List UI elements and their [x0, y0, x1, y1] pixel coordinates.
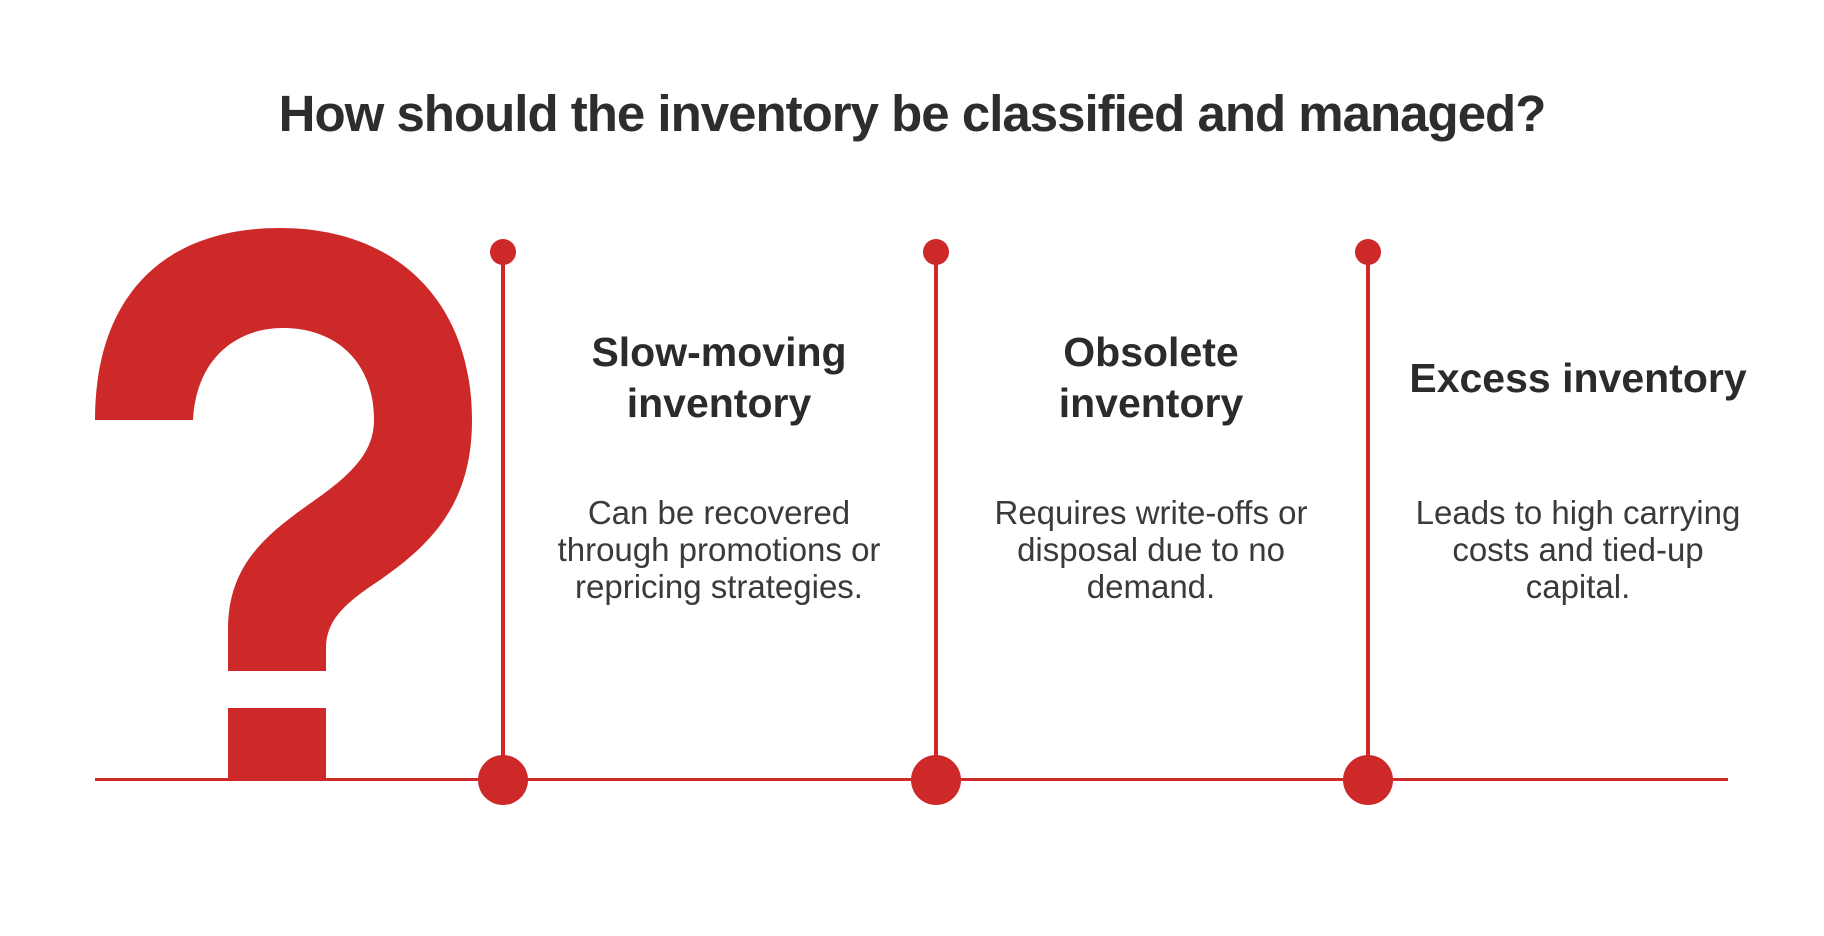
- connector-bottom-dot: [1343, 755, 1393, 805]
- question-mark-hook: [95, 228, 472, 671]
- item-description: Can be recovered through promotions or r…: [557, 494, 881, 605]
- item-description: Requires write-offs or disposal due to n…: [994, 494, 1308, 605]
- connector-top-dot: [923, 239, 949, 265]
- page-title: How should the inventory be classified a…: [278, 85, 1547, 142]
- connector-top-dot: [490, 239, 516, 265]
- item-heading: Obsolete inventory: [1058, 329, 1244, 426]
- timeline-item-slow-moving: Slow-moving inventory Can be recovered t…: [519, 326, 919, 605]
- item-heading: Slow-moving inventory: [591, 329, 847, 426]
- timeline-item-obsolete: Obsolete inventory Requires write-offs o…: [951, 326, 1351, 605]
- connector-bottom-dot: [478, 755, 528, 805]
- connector-line: [1366, 252, 1370, 780]
- timeline-connector-2: [911, 239, 961, 805]
- timeline-connector-1: [478, 239, 528, 805]
- connector-line: [934, 252, 938, 780]
- question-mark-period: [228, 708, 326, 780]
- connector-top-dot: [1355, 239, 1381, 265]
- timeline-connector-3: [1343, 239, 1393, 805]
- connector-bottom-dot: [911, 755, 961, 805]
- question-mark-icon: [95, 228, 472, 780]
- item-heading: Excess inventory: [1409, 354, 1747, 401]
- item-description: Leads to high carrying costs and tied-up…: [1415, 494, 1741, 605]
- connector-line: [501, 252, 505, 780]
- timeline-item-excess: Excess inventory Leads to high carrying …: [1378, 326, 1778, 606]
